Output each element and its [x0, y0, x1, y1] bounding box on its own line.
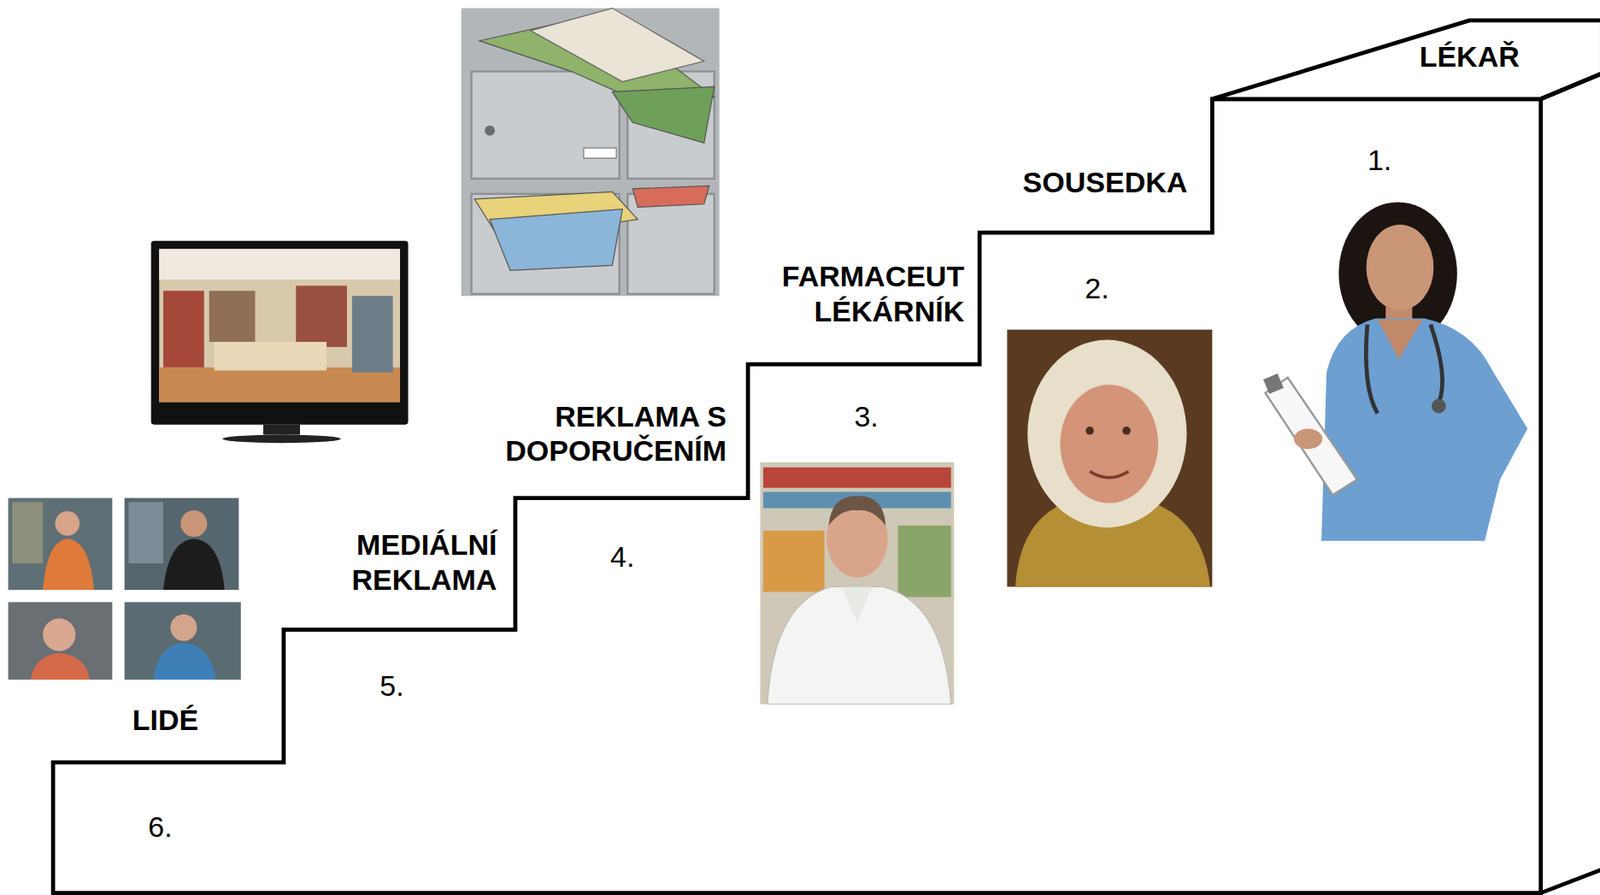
photo-background	[124, 601, 242, 680]
mailbox-door	[627, 194, 714, 295]
step-label: LÉKAŘ	[1419, 39, 1520, 75]
shelf-boxes	[763, 467, 952, 489]
pharmacist-photo	[759, 462, 954, 705]
leaflet	[530, 8, 705, 83]
person-hair	[828, 495, 886, 526]
person-body	[42, 538, 95, 590]
photo-shelf	[128, 501, 164, 564]
neighbour-painting	[1006, 329, 1212, 588]
person-body	[30, 652, 90, 680]
mailbox-body	[461, 8, 720, 297]
eye	[1122, 426, 1131, 436]
headscarf	[1027, 340, 1187, 529]
tv-counter	[214, 341, 327, 371]
step-number: 1.	[1367, 142, 1392, 178]
leaflet	[489, 209, 623, 271]
staircase-side-edge	[1541, 73, 1600, 894]
tv-shelf	[163, 290, 205, 368]
person-head	[42, 617, 76, 651]
step-label: SOUSEDKA	[1023, 164, 1189, 200]
clipboard	[1264, 377, 1357, 495]
key-hole	[484, 125, 495, 136]
mailbox-door	[471, 71, 620, 179]
name-plate	[583, 147, 617, 159]
person-body	[152, 642, 217, 680]
person-hand	[1294, 428, 1323, 449]
step-label: LIDÉ	[132, 702, 199, 738]
person-body	[163, 538, 225, 590]
photo-background	[124, 498, 240, 590]
step-number: 5.	[379, 668, 404, 704]
tv-shelf	[352, 295, 394, 373]
doctor-photo	[1263, 201, 1528, 541]
leaflet	[611, 86, 714, 143]
tv-stand	[263, 424, 300, 436]
person-head	[54, 511, 80, 536]
person-head	[180, 510, 207, 537]
stethoscope-head	[1431, 399, 1447, 414]
eye	[1085, 426, 1095, 436]
tv-shelf	[295, 285, 348, 348]
clipboard-clip	[1263, 373, 1284, 395]
tv-screen	[158, 248, 400, 402]
tv-picture	[151, 241, 409, 443]
person-head	[170, 614, 197, 642]
tv-frame	[151, 241, 409, 425]
tv-shelf	[209, 290, 256, 342]
smile	[1089, 471, 1129, 478]
step-number: 3.	[853, 399, 878, 435]
photo-shelf	[11, 501, 43, 564]
step-number: 2.	[1084, 270, 1109, 306]
photo-background	[8, 601, 113, 680]
staircase-outline	[52, 99, 1542, 894]
stethoscope	[1365, 324, 1442, 414]
painting-background	[1006, 329, 1212, 588]
photo-background	[759, 462, 954, 705]
shelf-boxes	[763, 530, 825, 593]
v-neck	[1377, 319, 1424, 360]
step-number: 6.	[147, 809, 172, 845]
staircase-top-face	[1211, 20, 1600, 100]
person-face	[1059, 384, 1159, 503]
person-face	[1366, 224, 1435, 311]
scrubs	[1321, 317, 1528, 541]
photo-background	[8, 498, 113, 590]
tv-floor	[158, 367, 400, 403]
step-label: REKLAMA S DOPORUČENÍM	[452, 399, 727, 470]
step-label: MEDIÁLNÍ REKLAMA	[351, 527, 497, 598]
tv-base	[222, 435, 341, 444]
white-coat	[767, 586, 952, 704]
shirt-collar	[841, 586, 873, 623]
mailbox-picture	[461, 8, 720, 297]
shelf-boxes	[898, 525, 952, 598]
tv-ceiling	[158, 248, 400, 280]
people-photos	[8, 498, 242, 681]
step-label: FARMACEUT LÉKÁRNÍK	[782, 258, 965, 330]
leaflet	[632, 185, 710, 207]
step-number: 4.	[610, 539, 635, 575]
